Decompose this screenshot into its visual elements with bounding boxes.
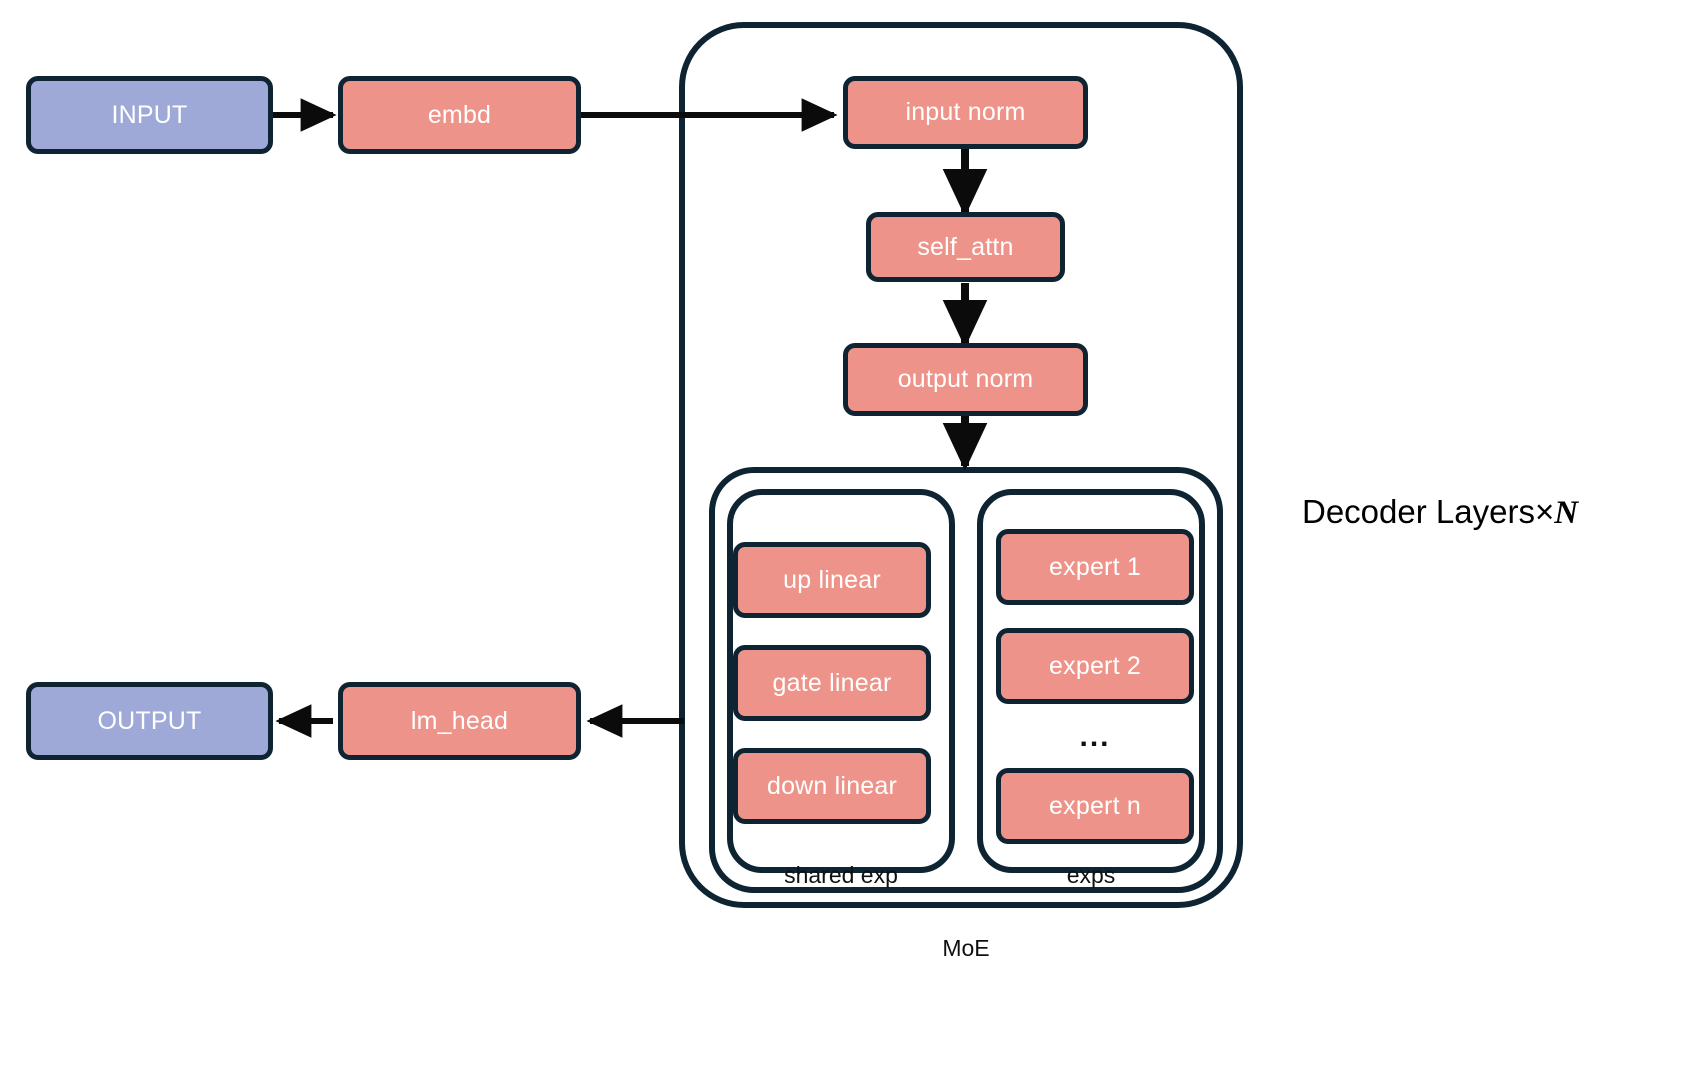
node-expert-n[interactable]: expert n xyxy=(996,768,1194,844)
node-output-norm[interactable]: output norm xyxy=(843,343,1088,416)
node-expert-2[interactable]: expert 2 xyxy=(996,628,1194,704)
exps-container xyxy=(977,489,1205,873)
decoder-layers-count-variable: N xyxy=(1554,495,1579,531)
node-gate-linear[interactable]: gate linear xyxy=(733,645,931,721)
node-output[interactable]: OUTPUT xyxy=(26,682,273,760)
node-expert-2-label: expert 2 xyxy=(1049,651,1141,680)
node-lm-head-label: lm_head xyxy=(410,706,509,735)
moe-group-label: MoE xyxy=(942,935,990,961)
node-input[interactable]: INPUT xyxy=(26,76,273,154)
node-input-norm-label: input norm xyxy=(905,98,1026,126)
node-embd-label: embd xyxy=(427,100,492,129)
decoder-layers-annotation: Decoder Layers×N xyxy=(1302,495,1578,530)
node-input-norm[interactable]: input norm xyxy=(843,76,1088,149)
exps-group-label: exps xyxy=(1066,862,1116,888)
node-expert-n-label: expert n xyxy=(1049,791,1141,820)
node-output-norm-label: output norm xyxy=(897,365,1034,393)
decoder-layers-text: Decoder Layers× xyxy=(1302,493,1555,530)
node-lm-head[interactable]: lm_head xyxy=(338,682,581,760)
node-down-linear-label: down linear xyxy=(766,771,898,800)
expert-ellipsis: ... xyxy=(1079,720,1111,753)
node-expert-1[interactable]: expert 1 xyxy=(996,529,1194,605)
shared-exp-container xyxy=(727,489,955,873)
node-self-attn[interactable]: self_attn xyxy=(866,212,1065,282)
node-down-linear[interactable]: down linear xyxy=(733,748,931,824)
decoder-layer-container xyxy=(679,22,1243,908)
node-up-linear-label: up linear xyxy=(783,565,881,594)
node-gate-linear-label: gate linear xyxy=(772,668,892,697)
node-output-label: OUTPUT xyxy=(97,706,202,735)
node-input-label: INPUT xyxy=(111,100,188,129)
node-expert-1-label: expert 1 xyxy=(1049,552,1141,581)
node-up-linear[interactable]: up linear xyxy=(733,542,931,618)
node-self-attn-label: self_attn xyxy=(917,232,1014,261)
shared-exp-group-label: shared exp xyxy=(784,862,898,888)
node-embd[interactable]: embd xyxy=(338,76,581,154)
